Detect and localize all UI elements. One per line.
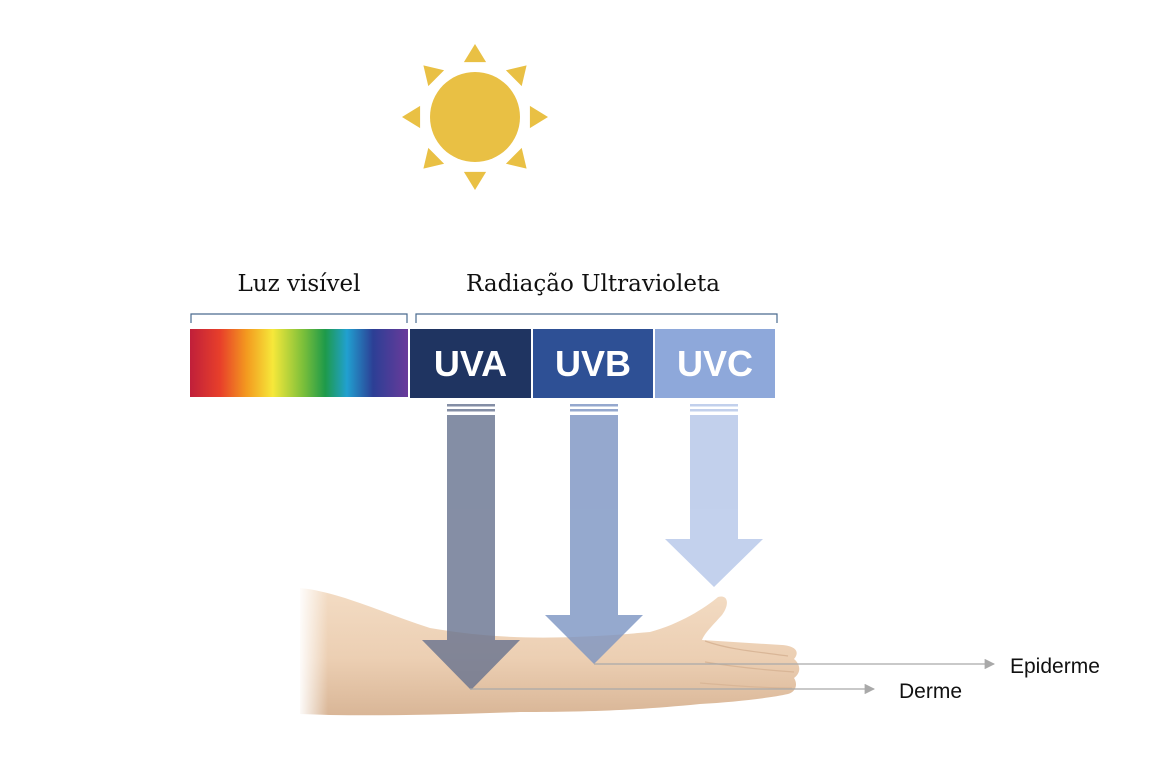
arrow-stripe xyxy=(690,409,738,412)
arrow-stripe xyxy=(690,404,738,407)
arrow-stripe xyxy=(447,404,495,407)
arrow-body xyxy=(545,415,643,664)
band-label-uvb: UVB xyxy=(555,343,631,384)
sun-ray xyxy=(529,105,548,129)
epidermis-label: Epiderme xyxy=(1010,655,1100,678)
sun-ray xyxy=(463,44,487,63)
band-box-uvb xyxy=(533,329,653,398)
radiation-arrow-uva xyxy=(422,404,520,690)
uv-radiation-bracket xyxy=(415,313,778,323)
radiation-arrow-uvc xyxy=(665,404,763,587)
band-box-uvc xyxy=(655,329,775,398)
visible-spectrum-bar xyxy=(190,329,408,397)
arrow-body xyxy=(665,415,763,587)
sun-ray xyxy=(463,171,487,190)
sun-icon xyxy=(402,44,548,190)
sun-ray xyxy=(505,65,527,87)
sun-ray xyxy=(402,105,421,129)
sun-ray xyxy=(505,147,527,169)
dermis-label: Derme xyxy=(899,680,962,703)
band-label-uva: UVA xyxy=(434,343,507,384)
sun-ray xyxy=(423,65,445,87)
visible-light-label: Luz visível xyxy=(238,271,361,297)
band-box-uva xyxy=(410,329,531,398)
arrow-body xyxy=(422,415,520,690)
forearm-hand-illustration xyxy=(298,584,800,718)
arrow-stripe xyxy=(570,409,618,412)
band-label-uvc: UVC xyxy=(677,343,753,384)
arrow-stripe xyxy=(447,409,495,412)
uv-radiation-label: Radiação Ultravioleta xyxy=(466,271,720,297)
arrow-stripe xyxy=(570,404,618,407)
sun-ray xyxy=(423,147,445,169)
radiation-arrow-uvb xyxy=(545,404,643,664)
visible-light-bracket xyxy=(190,313,408,323)
